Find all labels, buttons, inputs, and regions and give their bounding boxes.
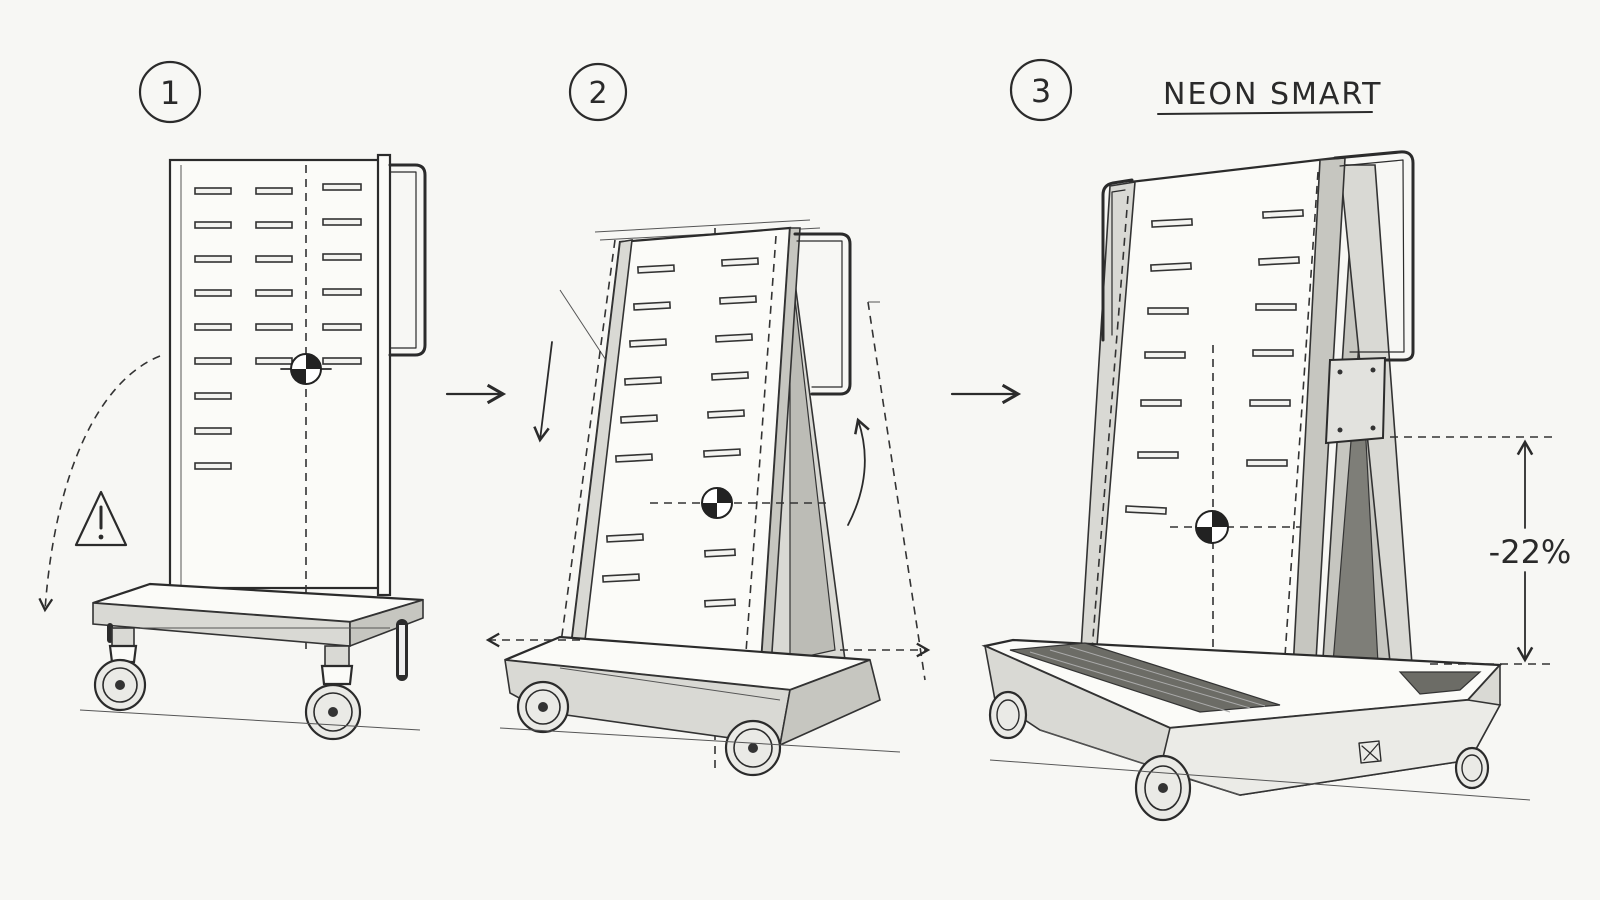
step-3-wheel-right [1454, 746, 1490, 790]
step-2-slots [602, 257, 759, 608]
step-3-number: 3 [1031, 72, 1051, 110]
step-2-number: 2 [588, 76, 607, 111]
step-3-handle [1333, 150, 1415, 362]
warning-icon [74, 490, 128, 547]
step-2-wheel-right [724, 719, 782, 777]
step-1-handle [388, 163, 427, 357]
step-3-center-of-gravity-icon [1195, 510, 1229, 544]
height-reduction-dimension: -22% [1390, 436, 1572, 665]
step-2-tilt-arrow [847, 417, 870, 526]
step-2-handle [793, 232, 852, 396]
step-1-cart: 1 [38, 60, 427, 741]
step-2-base [504, 635, 881, 747]
step-1-panel [168, 158, 390, 590]
logo-badge [1358, 740, 1382, 764]
step-1-number: 1 [160, 74, 180, 112]
step-1-platform [92, 582, 424, 681]
step-1-caster-front-left [93, 627, 147, 712]
product-name: NEON SMART [1163, 77, 1382, 112]
step-2-down-arrow [533, 341, 553, 443]
step-2-cart: 2 [485, 62, 931, 777]
step-3-slots [1125, 209, 1304, 515]
step-2-center-of-gravity-icon [701, 487, 733, 519]
step-3-wheel-left [988, 690, 1028, 740]
step-3-bracket [1324, 356, 1387, 445]
step-1-badge: 1 [138, 60, 202, 124]
step-3-badge: 3 [1009, 58, 1073, 122]
step-3-cart: 3 NEON SMART [981, 58, 1572, 822]
step-3-base [981, 638, 1503, 796]
step-1-center-of-gravity-icon [280, 353, 332, 385]
height-reduction-label: -22% [1489, 533, 1572, 571]
step-1-tip-over-arc [38, 355, 161, 613]
step-3-wheel-front [1134, 754, 1192, 822]
product-label: NEON SMART [1157, 77, 1382, 115]
step-2-wheel-left [516, 680, 570, 734]
step-1-slots [194, 183, 362, 470]
step-2-badge: 2 [568, 62, 628, 122]
